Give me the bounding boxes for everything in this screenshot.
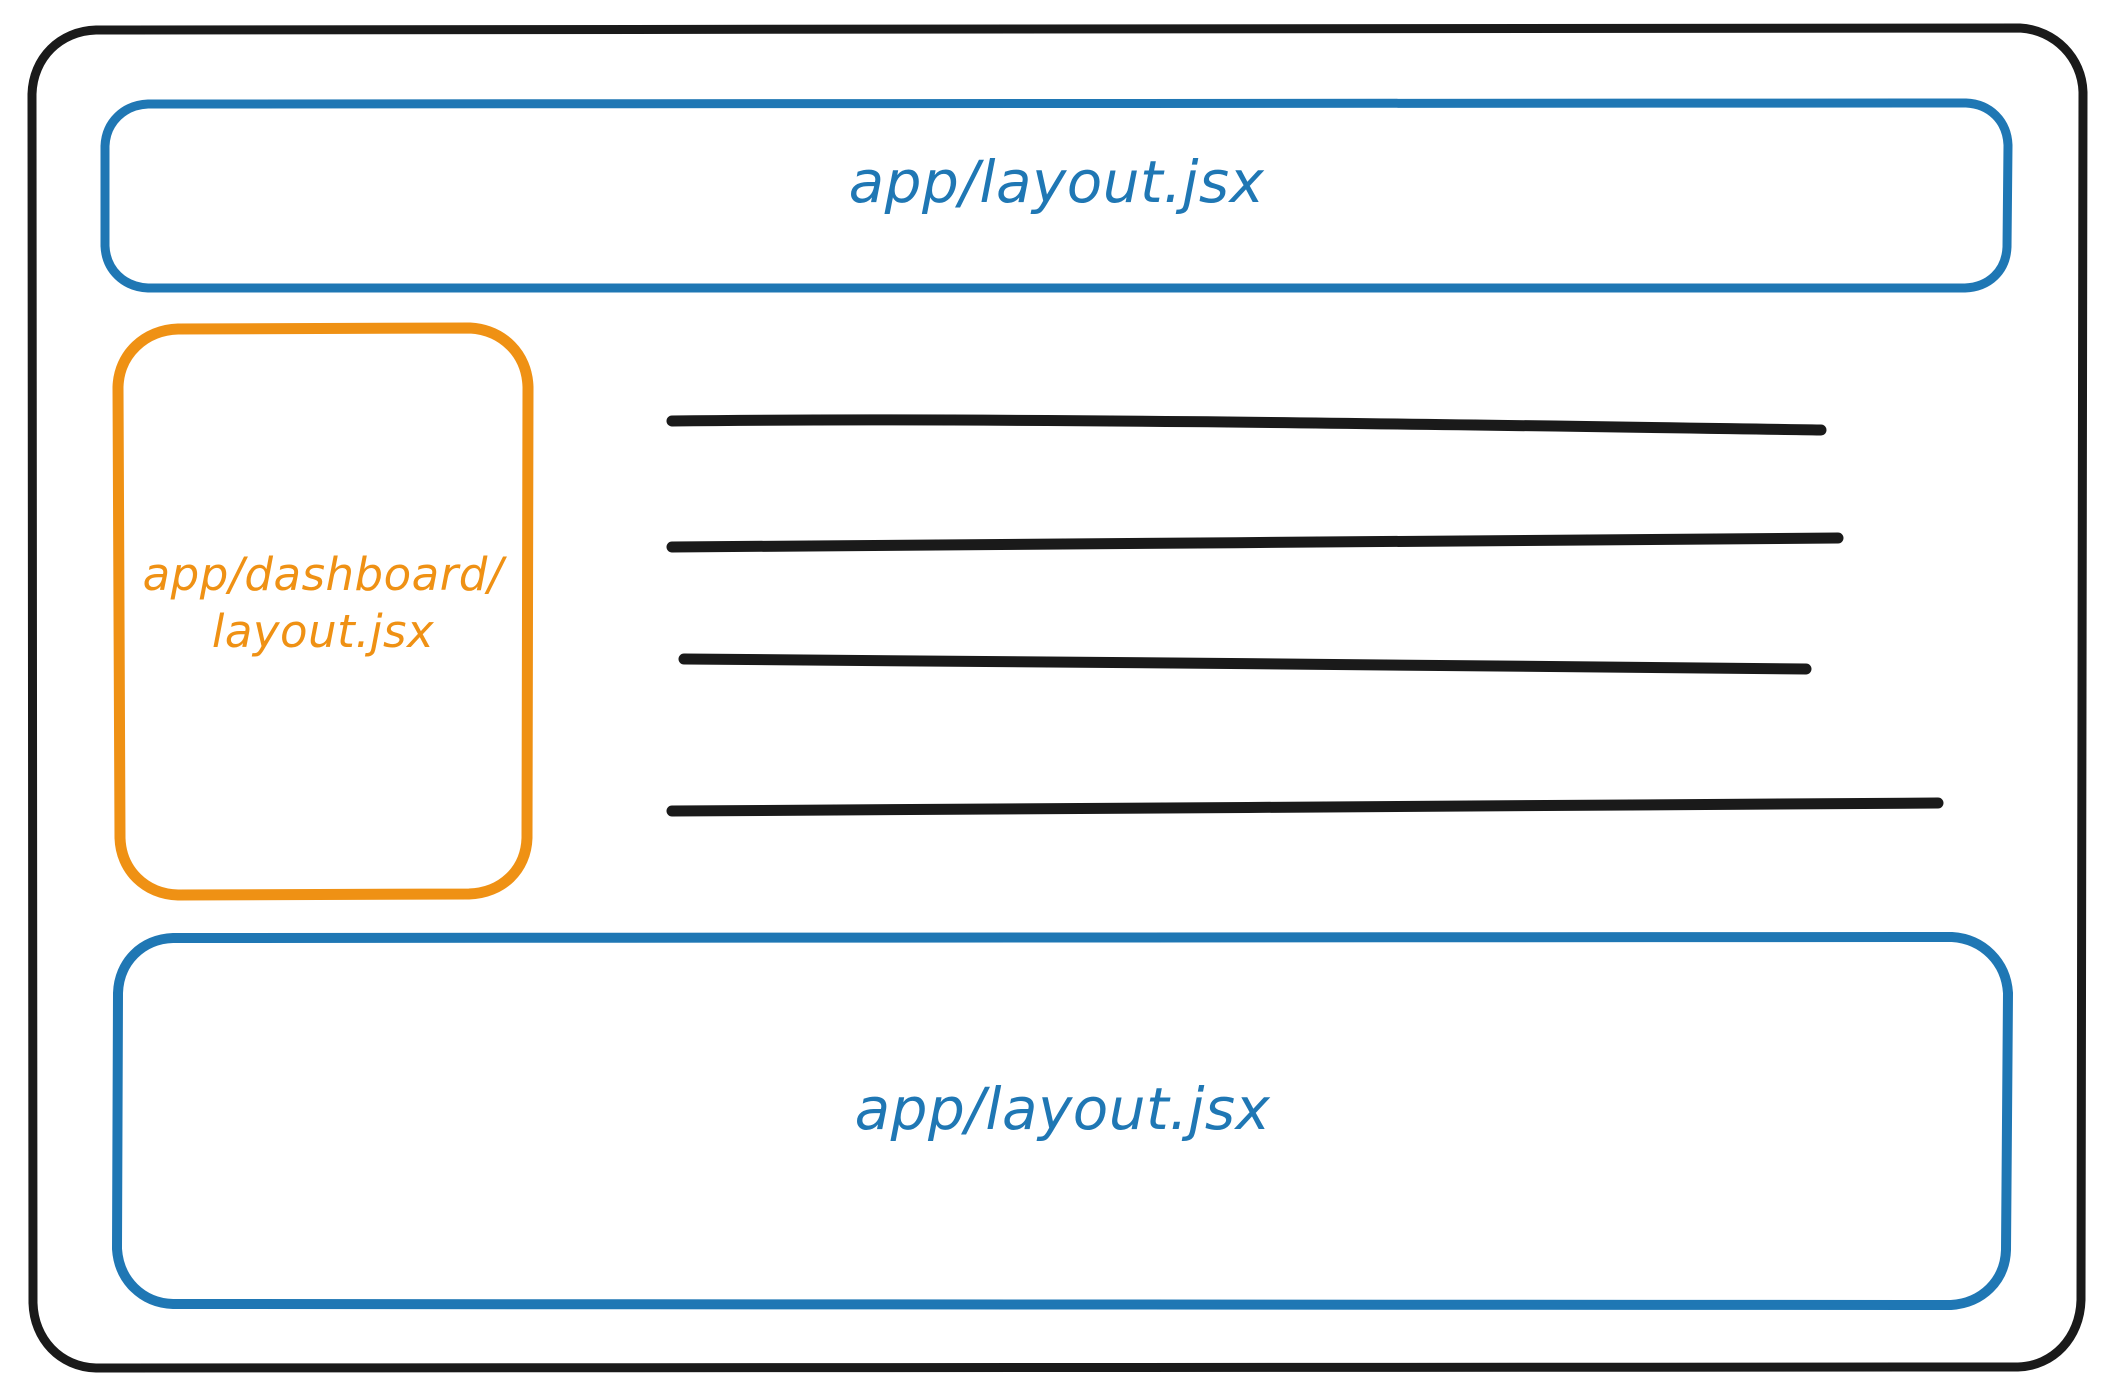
content-line-4 (666, 797, 1944, 817)
page-frame (27, 23, 2088, 1373)
content-lines-group (666, 414, 1944, 817)
dashboard-layout-label: app/dashboard/layout.jsx (118, 548, 528, 658)
bottom-layout-label: app/layout.jsx (854, 1075, 1271, 1143)
region-bottom-layout-outline (112, 932, 2013, 1310)
region-top-layout-outline (100, 98, 2013, 293)
dashboard-layout-label-line1: app/dashboard/ (142, 548, 504, 601)
content-line-1 (666, 414, 1827, 436)
content-line-2 (666, 532, 1844, 553)
top-layout-label: app/layout.jsx (848, 148, 1265, 216)
content-line-3 (678, 653, 1812, 675)
dashboard-layout-label-line2: layout.jsx (211, 605, 435, 659)
region-dashboard-layout-outline (112, 322, 534, 901)
